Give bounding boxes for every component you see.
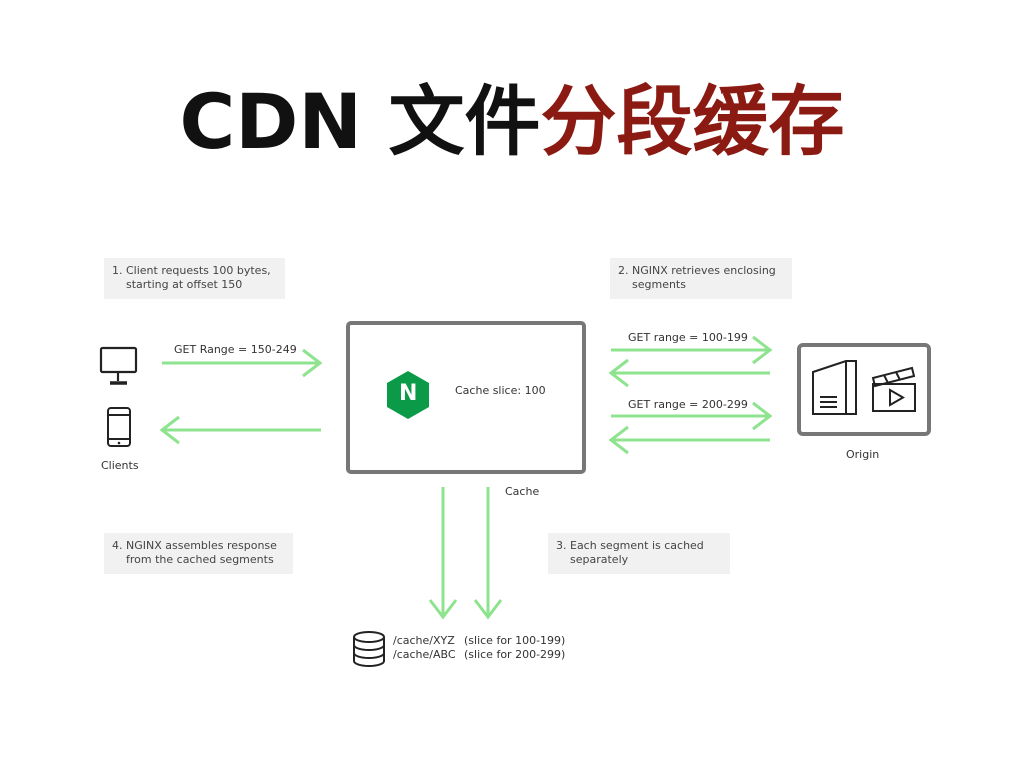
phone-icon: [107, 407, 131, 447]
nginx-logo-letter: N: [399, 381, 418, 406]
step-3-line-1: 3. Each segment is cached: [556, 539, 704, 552]
monitor-icon: [99, 346, 138, 385]
step-2-line-1: 2. NGINX retrieves enclosing: [618, 264, 776, 277]
nginx-cache-box: [346, 321, 586, 474]
origin-label: Origin: [846, 448, 880, 461]
cache-label: Cache: [505, 485, 540, 498]
step-2-line-2: segments: [632, 278, 686, 291]
step-4-line-2: from the cached segments: [126, 553, 274, 566]
origin-box: [797, 343, 931, 436]
cache-file-path: /cache/ABC: [393, 648, 456, 661]
step-2-note: 2. NGINX retrieves enclosing segments: [610, 258, 792, 299]
title-part-red: 分段缓存: [540, 77, 845, 166]
step-1-line-2: starting at offset 150: [126, 278, 243, 291]
step-1-note: 1. Client requests 100 bytes, starting a…: [104, 258, 285, 299]
step-1-line-1: 1. Client requests 100 bytes,: [112, 264, 271, 277]
step-4-line-1: 4. NGINX assembles response: [112, 539, 277, 552]
get-range-2-label: GET range = 200-299: [628, 398, 748, 411]
origin-response-arrow-1: [608, 358, 770, 388]
origin-request-arrow-2: [611, 401, 773, 431]
step-4-note: 4. NGINX assembles response from the cac…: [104, 533, 293, 574]
step-3-line-2: separately: [570, 553, 629, 566]
client-request-arrow: [162, 348, 323, 378]
origin-response-arrow-2: [608, 425, 770, 455]
cache-file-path: /cache/XYZ: [393, 634, 455, 647]
cache-store-arrow: [428, 487, 458, 620]
client-response-arrow: [159, 415, 321, 445]
title-part-black: CDN 文件: [179, 77, 541, 166]
clients-label: Clients: [101, 459, 139, 472]
get-range-client-label: GET Range = 150-249: [174, 343, 297, 356]
get-range-1-label: GET range = 100-199: [628, 331, 748, 344]
step-3-note: 3. Each segment is cached separately: [548, 533, 730, 574]
phone-button-dot: [117, 441, 121, 445]
cache-store-arrow-2: [473, 487, 503, 620]
video-clapper-icon: [871, 366, 916, 412]
cache-slice-label: Cache slice: 100: [455, 384, 546, 397]
page-title: CDN 文件分段缓存: [0, 74, 1024, 170]
cache-file-desc: (slice for 200-299): [464, 648, 566, 661]
origin-request-arrow-1: [611, 335, 773, 365]
database-icon: [353, 631, 385, 667]
nginx-logo-icon: [387, 371, 429, 419]
server-icon: [812, 360, 857, 415]
cache-file-desc: (slice for 100-199): [464, 634, 566, 647]
